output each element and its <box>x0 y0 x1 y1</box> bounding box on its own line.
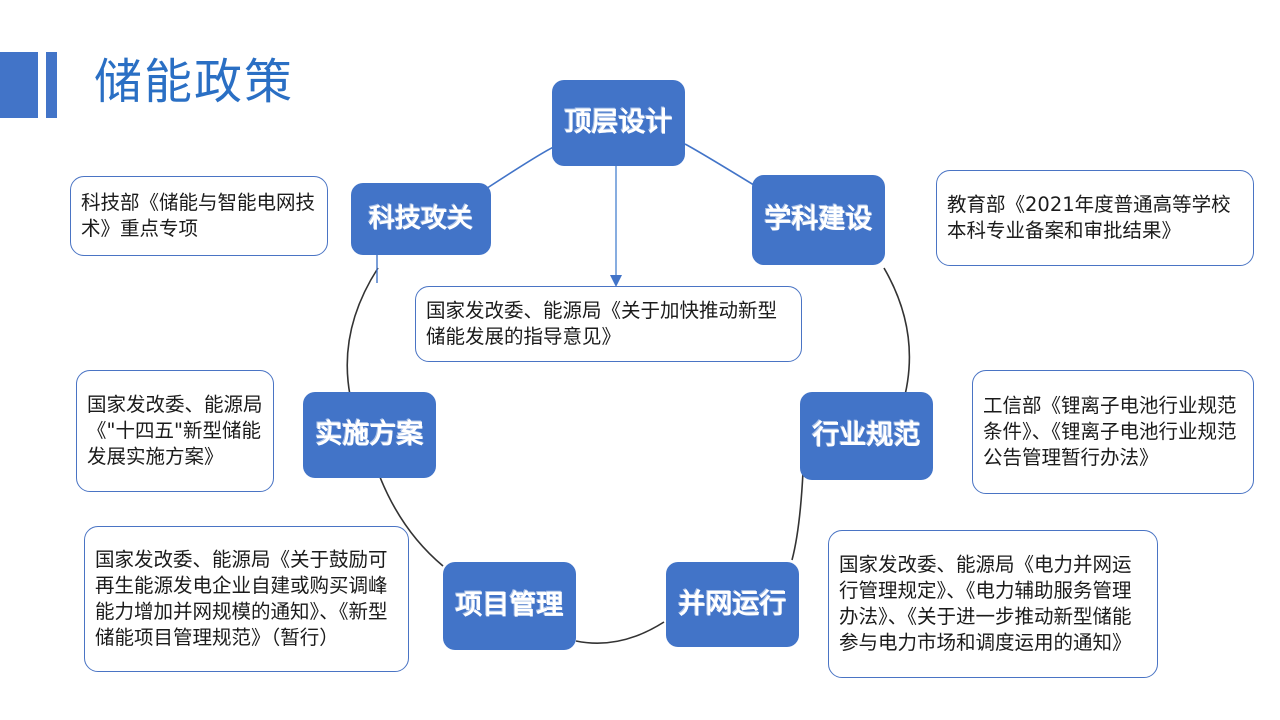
callout-text: 国家发改委、能源局《"十四五"新型储能发展实施方案》 <box>87 393 263 468</box>
title-accent-bar-narrow <box>46 52 57 118</box>
callout-industry-standard[interactable]: 工信部《锂离子电池行业规范条件》、《锂离子电池行业规范公告管理暂行办法》 <box>972 370 1254 494</box>
title-accent-bar-wide <box>0 52 38 118</box>
node-top-design[interactable]: 顶层设计 <box>552 80 685 166</box>
callout-text: 工信部《锂离子电池行业规范条件》、《锂离子电池行业规范公告管理暂行办法》 <box>983 394 1237 469</box>
callout-center[interactable]: 国家发改委、能源局《关于加快推动新型储能发展的指导意见》 <box>415 286 802 362</box>
page-title: 储能政策 <box>94 54 295 110</box>
node-discipline-build[interactable]: 学科建设 <box>752 175 885 265</box>
node-project-mgmt[interactable]: 项目管理 <box>443 562 576 650</box>
callout-text: 国家发改委、能源局《关于鼓励可再生能源发电企业自建或购买调峰能力增加并网规模的通… <box>95 548 388 649</box>
callout-project-mgmt[interactable]: 国家发改委、能源局《关于鼓励可再生能源发电企业自建或购买调峰能力增加并网规模的通… <box>84 526 409 672</box>
callout-tech-research[interactable]: 科技部《储能与智能电网技术》重点专项 <box>70 176 328 256</box>
node-implementation[interactable]: 实施方案 <box>303 392 436 478</box>
node-label: 科技攻关 <box>368 203 473 234</box>
callout-text: 科技部《储能与智能电网技术》重点专项 <box>81 191 316 240</box>
callout-text: 国家发改委、能源局《电力并网运行管理规定》、《电力辅助服务管理办法》、《关于进一… <box>839 553 1132 654</box>
node-label: 项目管理 <box>455 590 564 622</box>
node-grid-operation[interactable]: 并网运行 <box>666 562 799 647</box>
node-label: 顶层设计 <box>564 107 673 139</box>
node-label: 学科建设 <box>764 204 873 236</box>
callout-text: 教育部《2021年度普通高等学校本科专业备案和审批结果》 <box>947 193 1231 242</box>
node-tech-research[interactable]: 科技攻关 <box>351 183 491 255</box>
node-industry-standard[interactable]: 行业规范 <box>800 392 933 480</box>
node-label: 行业规范 <box>812 420 921 452</box>
callout-text: 国家发改委、能源局《关于加快推动新型储能发展的指导意见》 <box>426 299 778 348</box>
callout-discipline[interactable]: 教育部《2021年度普通高等学校本科专业备案和审批结果》 <box>936 170 1254 266</box>
node-label: 实施方案 <box>315 419 424 451</box>
callout-grid-operation[interactable]: 国家发改委、能源局《电力并网运行管理规定》、《电力辅助服务管理办法》、《关于进一… <box>828 530 1158 678</box>
callout-implementation[interactable]: 国家发改委、能源局《"十四五"新型储能发展实施方案》 <box>76 370 274 492</box>
node-label: 并网运行 <box>678 588 787 620</box>
